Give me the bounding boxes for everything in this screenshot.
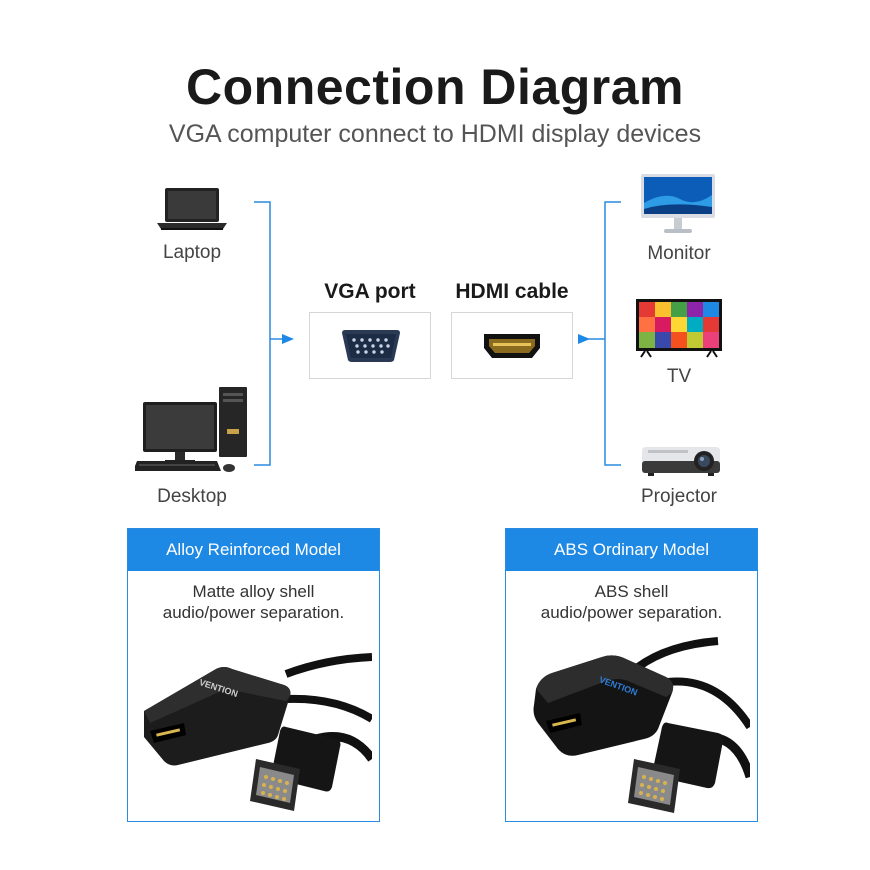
display-bracket	[575, 200, 625, 470]
abs-model-line2: audio/power separation.	[540, 603, 723, 622]
page-title: Connection Diagram	[186, 59, 684, 115]
tv-label: TV	[666, 366, 692, 387]
tv-icon	[635, 298, 723, 358]
projector-label: Projector	[640, 486, 718, 507]
alloy-model-description: Matte alloy shell audio/power separation…	[128, 581, 379, 623]
monitor-label: Monitor	[647, 243, 711, 264]
laptop-label: Laptop	[162, 242, 222, 263]
vga-port-box	[309, 312, 431, 379]
laptop-icon	[157, 187, 227, 231]
vga-port-label: VGA port	[324, 280, 416, 303]
hdmi-port-icon	[483, 333, 541, 359]
desktop-label: Desktop	[157, 486, 227, 507]
alloy-model-card: Alloy Reinforced Model Matte alloy shell…	[127, 528, 380, 822]
source-bracket	[252, 200, 302, 470]
alloy-model-line1: Matte alloy shell	[192, 582, 315, 601]
alloy-model-line2: audio/power separation.	[162, 603, 345, 622]
abs-model-line1: ABS shell	[594, 582, 669, 601]
desktop-computer-icon	[135, 385, 250, 477]
abs-model-description: ABS shell audio/power separation.	[506, 581, 757, 623]
abs-model-title: ABS Ordinary Model	[506, 529, 757, 571]
alloy-adapter-image: VENTION	[136, 639, 372, 819]
page-subtitle: VGA computer connect to HDMI display dev…	[168, 120, 702, 148]
abs-model-card: ABS Ordinary Model ABS shell audio/power…	[505, 528, 758, 822]
abs-adapter-image: VENTION	[518, 637, 750, 819]
alloy-model-title: Alloy Reinforced Model	[128, 529, 379, 571]
monitor-icon	[640, 173, 716, 237]
vga-port-icon	[340, 329, 402, 363]
projector-icon	[638, 445, 724, 477]
hdmi-cable-box	[451, 312, 573, 379]
hdmi-cable-label: HDMI cable	[455, 280, 569, 303]
